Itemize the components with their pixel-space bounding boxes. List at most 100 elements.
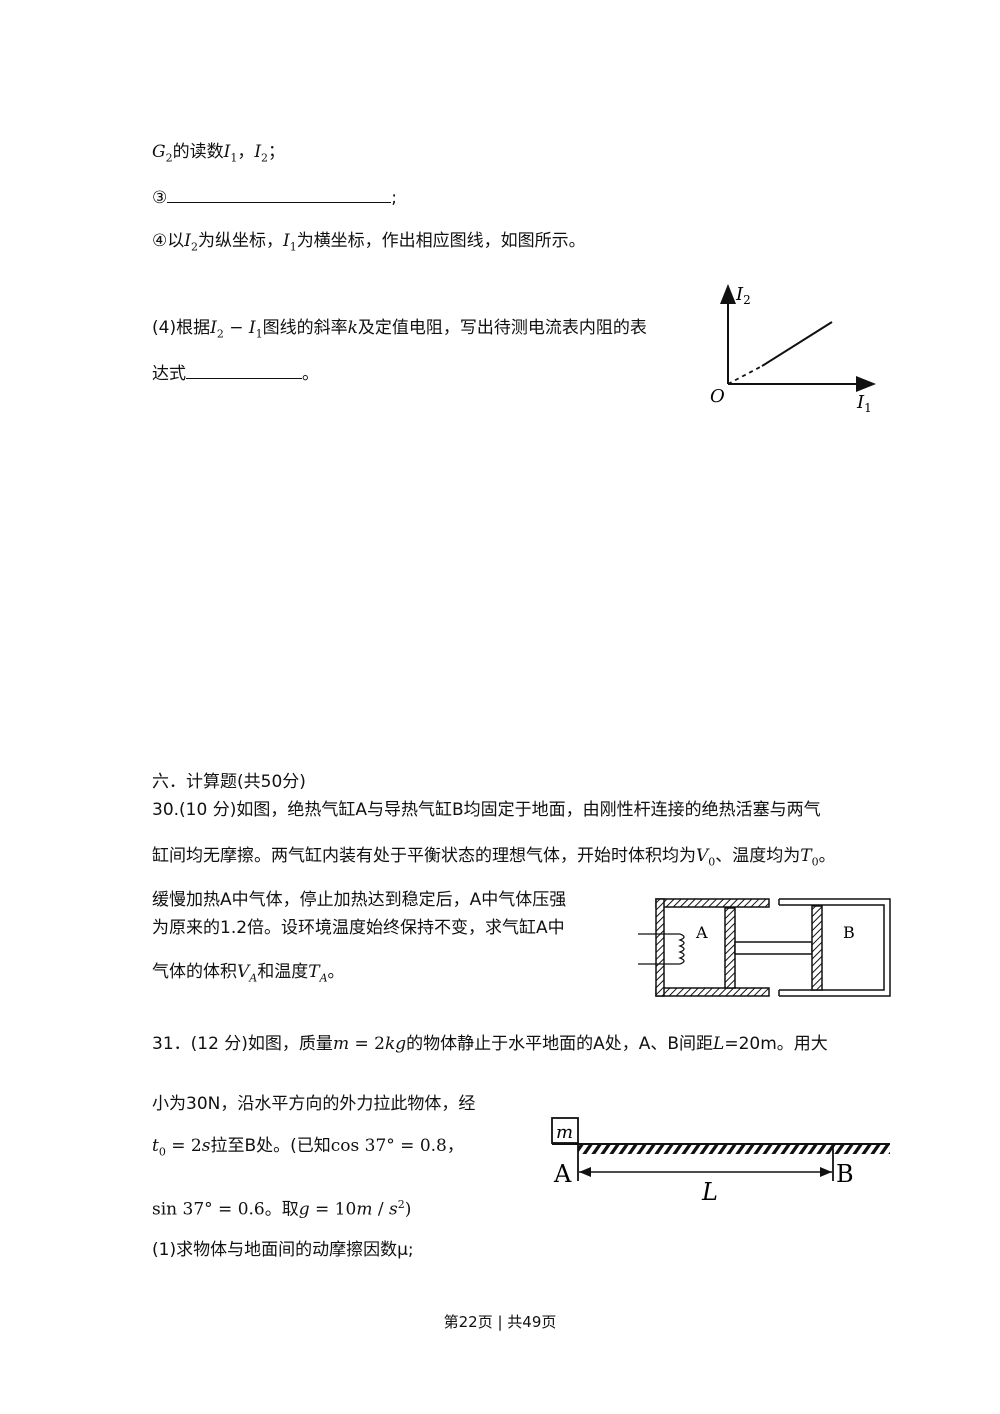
q4-line: (4)根据I2 − I1图线的斜率k及定值电阻，写出待测电流表内阻的表 [152,316,647,346]
q4-text-g: 及定值电阻，写出待测电流表内阻的表 [357,318,647,338]
mass-unit: kg [384,1034,407,1054]
comma: ， [237,142,255,162]
slash: / [372,1199,389,1220]
origin-label: O [710,386,725,407]
q31-text-a: 31．(12 分)如图，质量 [152,1034,333,1054]
sin-expression: sin 37° = 0.6 [152,1199,265,1220]
y-axis-label: I2 [735,284,751,307]
i1-symbol: I [282,231,290,251]
q30-line-3: 缓慢加热A中气体，停止加热达到稳定后，A中气体压强 [152,890,567,910]
ground-diagram: m A B L [551,1117,890,1206]
t0-subscript: 0 [158,1145,166,1159]
q30-line-5: 气体的体积VA和温度TA。 [152,960,345,990]
arrow-right [820,1167,832,1177]
cylinder-b-label: B [843,923,855,942]
mass-label: m [556,1122,573,1143]
reading-line: G2的读数I1，I2； [152,140,285,170]
g2-symbol: G [152,142,166,162]
heater-coil [638,933,685,965]
graph-line-extrapolated [727,365,763,385]
q4-line-2: 达式 。 [152,362,319,386]
q4-answer-blank[interactable] [186,362,302,379]
cylinder-a-label: A [695,923,708,942]
cylinder-b [778,898,891,997]
step4-line: ④以I2为纵坐标，I1为横坐标，作出相应图线，如图所示。 [152,229,586,259]
i2-i1-graph: I2 I1 O [710,284,876,415]
i2-symbol: I [254,142,262,162]
close-paren: ) [404,1199,412,1220]
q30-text-c: 和温度 [257,962,309,982]
step3-marker: ③ [152,188,168,208]
q31-text-e: 的物体静止于水平地面的A处，A、B间距 [406,1034,714,1054]
period: 。 [327,962,345,982]
step4-text-a: ④以 [152,231,185,251]
rigid-rod [734,941,813,955]
time-unit: s [201,1136,211,1156]
cylinder-diagram: A B [638,898,891,997]
period: 。 [818,846,836,866]
i1-subscript: 1 [230,151,238,165]
minus-sign: − [223,318,249,338]
point-a-label: A [553,1160,572,1188]
i1-subscript: 1 [289,240,297,254]
arrow-left [579,1167,591,1177]
q30-text-a: 气体的体积 [152,962,237,982]
i2-symbol: I [210,318,217,338]
i1-symbol: I [223,142,231,162]
va-subscript: A [249,971,258,985]
i2-subscript: 2 [190,240,198,254]
semicolon: ； [268,142,286,162]
step3-end: ; [391,188,397,208]
g-symbol: g [298,1199,310,1220]
q31-text-d: 拉至B处。(已知 [210,1136,331,1156]
step4-text-c: 为纵坐标， [197,231,283,251]
step3-line: ③; [152,186,397,210]
q4-text-h: 达式 [152,364,186,384]
slope-k-symbol: k [347,318,358,338]
exponent: 2 [397,1198,405,1211]
ta-subscript: A [319,971,328,985]
q31-text-g: =20m。用大 [724,1034,828,1054]
cylinder-a [655,898,770,997]
distance-symbol: L [713,1034,725,1054]
step4-text-e: 为横坐标，作出相应图线，如图所示。 [296,231,586,251]
reading-text: 的读数 [172,142,224,162]
cos-expression: cos 37° = 0.8 [330,1136,447,1156]
q30-line-2: 缸间均无摩擦。两气缸内装有处于平衡状态的理想气体，开始时体积均为V0、温度均为T… [152,844,836,874]
period: 。 [302,364,319,384]
distance-label: L [701,1178,718,1206]
q30-line-1: 30.(10 分)如图，绝热气缸A与导热气缸B均固定于地面，由刚性杆连接的绝热活… [152,800,821,820]
comma: ， [446,1136,464,1156]
mass-symbol: m [332,1034,350,1054]
i2-subscript: 2 [261,151,269,165]
i2-subscript: 2 [216,327,224,341]
q31-line-3: t0 = 2s拉至B处。(已知cos 37° = 0.8， [152,1134,464,1164]
piston-a [724,907,736,989]
q4-text-e: 图线的斜率 [262,318,348,338]
piston-b [811,905,823,991]
va-symbol: V [237,962,250,982]
ground-hatching [578,1145,890,1154]
page-footer: 第22页 | 共49页 [443,1313,557,1331]
i2-symbol: I [184,231,191,251]
g-unit-m: m [356,1199,373,1220]
section-heading: 六．计算题(共50分) [152,772,306,792]
point-b-label: B [836,1160,854,1188]
i1-subscript: 1 [255,327,263,341]
time-value: = 2 [165,1136,202,1156]
x-axis-label: I1 [856,392,872,415]
step3-answer-blank[interactable] [167,186,392,203]
q31-text-b: 。取 [264,1199,299,1220]
mass-value: = 2 [349,1034,385,1054]
q30-text-a: 缸间均无摩擦。两气缸内装有处于平衡状态的理想气体，开始时体积均为 [152,846,696,866]
g-unit-s: s [388,1199,398,1220]
q31-line-4: sin 37° = 0.6。取g = 10m / s2) [152,1193,411,1222]
q30-line-4: 为原来的1.2倍。设环境温度始终保持不变，求气缸A中 [152,918,565,938]
t0-subscript: 0 [811,855,819,869]
g2-subscript: 2 [165,151,173,165]
q31-line-5: (1)求物体与地面间的动摩擦因数μ; [152,1240,414,1260]
q31-line-1: 31．(12 分)如图，质量m = 2kg的物体静止于水平地面的A处，A、B间距… [152,1032,828,1056]
v0-symbol: V [696,846,709,866]
v0-subscript: 0 [708,855,716,869]
